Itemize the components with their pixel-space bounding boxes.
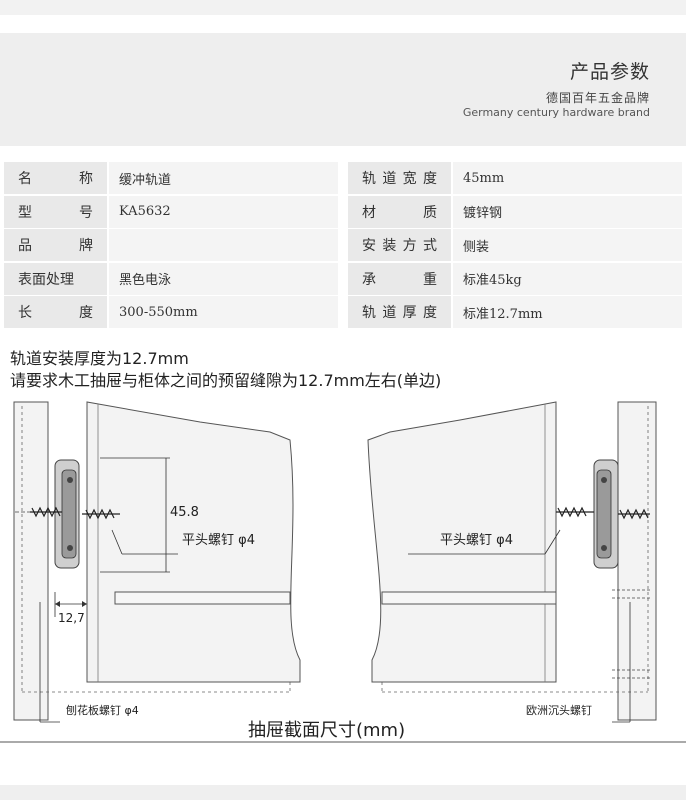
spec-key: 材质 [348, 195, 451, 228]
note-line-1: 轨道安装厚度为12.7mm [10, 349, 189, 368]
spec-key-part: 厚 [402, 305, 417, 321]
bottom-left-label: 刨花板螺钉 φ4 [66, 703, 139, 717]
spec-key: 名称 [4, 162, 107, 194]
height-dimension-label: 45.8 [170, 505, 199, 520]
right-screw [556, 506, 650, 520]
spec-value [109, 229, 338, 261]
left-screw [30, 506, 120, 520]
spec-row: 品牌 [4, 229, 338, 261]
spec-key-part: 材 [362, 204, 376, 221]
spec-key-part: 轨 [362, 171, 376, 187]
spec-key: 安装方式 [348, 229, 451, 261]
spec-key-part: 安 [362, 238, 376, 254]
spec-row: 表面处理 黑色电泳 [4, 262, 338, 295]
spec-key-part: 质 [423, 204, 437, 221]
spec-key: 长度 [4, 296, 107, 328]
spec-key-part: 长 [18, 305, 32, 321]
spec-key-part: 装 [382, 238, 397, 254]
right-screw-label: 平头螺钉 φ4 [440, 533, 513, 548]
spec-value: 侧装 [453, 229, 682, 261]
spec-key-part: 道 [382, 171, 397, 187]
header-english: Germany century hardware brand [462, 106, 650, 119]
right-slide-rail [593, 459, 619, 569]
spec-key-part: 称 [79, 171, 93, 187]
spec-value: 镀锌钢 [453, 195, 682, 228]
spec-key: 品牌 [4, 229, 107, 261]
left-bottom-board [114, 591, 291, 605]
left-drawer-side [86, 401, 301, 683]
drawer-section-diagram: 45.8 平头螺钉 φ4 12,7 刨花板螺钉 φ4 平头螺钉 φ4 [0, 401, 686, 743]
spec-key-part: 重 [423, 271, 437, 288]
diagram-caption: 抽屉截面尺寸(mm) [248, 720, 405, 741]
right-countersunk-screws [612, 589, 652, 679]
spec-key: 轨道厚度 [348, 296, 451, 328]
spec-key-part: 品 [18, 238, 32, 254]
left-screw-label: 平头螺钉 φ4 [182, 533, 255, 548]
bottom-right-label: 欧洲沉头螺钉 [526, 704, 592, 717]
spec-key-part: 轨 [362, 305, 376, 321]
header-subtitle: 德国百年五金品牌 [545, 91, 650, 105]
spec-key-part: 号 [79, 204, 93, 221]
left-cabinet-panel [13, 401, 49, 721]
spec-row: 材质镀锌钢 [348, 195, 682, 228]
spec-row: 承重标准45kg [348, 262, 682, 295]
spec-key-part: 牌 [79, 238, 93, 254]
spec-key-part: 度 [422, 171, 437, 187]
spec-row: 名称缓冲轨道 [4, 162, 338, 194]
spec-key: 承重 [348, 262, 451, 295]
spec-key-part: 名 [18, 171, 32, 187]
spec-value: 黑色电泳 [109, 262, 338, 295]
spec-key-part: 承 [362, 271, 376, 288]
spec-value: 标准12.7mm [453, 296, 682, 328]
note-line-2: 请要求木工抽屉与柜体之间的预留缝隙为12.7mm左右(单边) [10, 371, 442, 390]
spec-key-part: 式 [422, 238, 437, 254]
spec-value: 45mm [453, 162, 682, 194]
spec-value: 300-550mm [109, 296, 338, 328]
spec-key-part: 度 [422, 305, 437, 321]
left-slide-rail [54, 459, 80, 569]
spec-key-part: 道 [382, 305, 397, 321]
header-title: 产品参数 [569, 61, 650, 83]
header-band: 产品参数 德国百年五金品牌 Germany century hardware b… [0, 33, 686, 146]
spec-value: 标准45kg [453, 262, 682, 295]
spec-key-part: 宽 [402, 171, 417, 187]
spec-key-part: 表面处理 [18, 271, 74, 288]
spec-key-part: 度 [79, 305, 93, 321]
spec-row: 安装方式侧装 [348, 229, 682, 261]
spec-value: KA5632 [109, 195, 338, 228]
right-drawer-side [367, 401, 557, 683]
top-strip [0, 0, 686, 15]
bottom-band [0, 785, 686, 800]
spec-key: 表面处理 [4, 262, 107, 295]
right-cabinet-panel [617, 401, 657, 721]
spec-key-part: 方 [402, 238, 417, 254]
gap-dimension-label: 12,7 [58, 611, 85, 625]
spec-key: 型号 [4, 195, 107, 228]
spec-value: 缓冲轨道 [109, 162, 338, 194]
spec-row: 轨道厚度标准12.7mm [348, 296, 682, 328]
spec-key-part: 型 [18, 204, 32, 221]
spec-key: 轨道宽度 [348, 162, 451, 194]
right-bottom-board [381, 591, 557, 605]
